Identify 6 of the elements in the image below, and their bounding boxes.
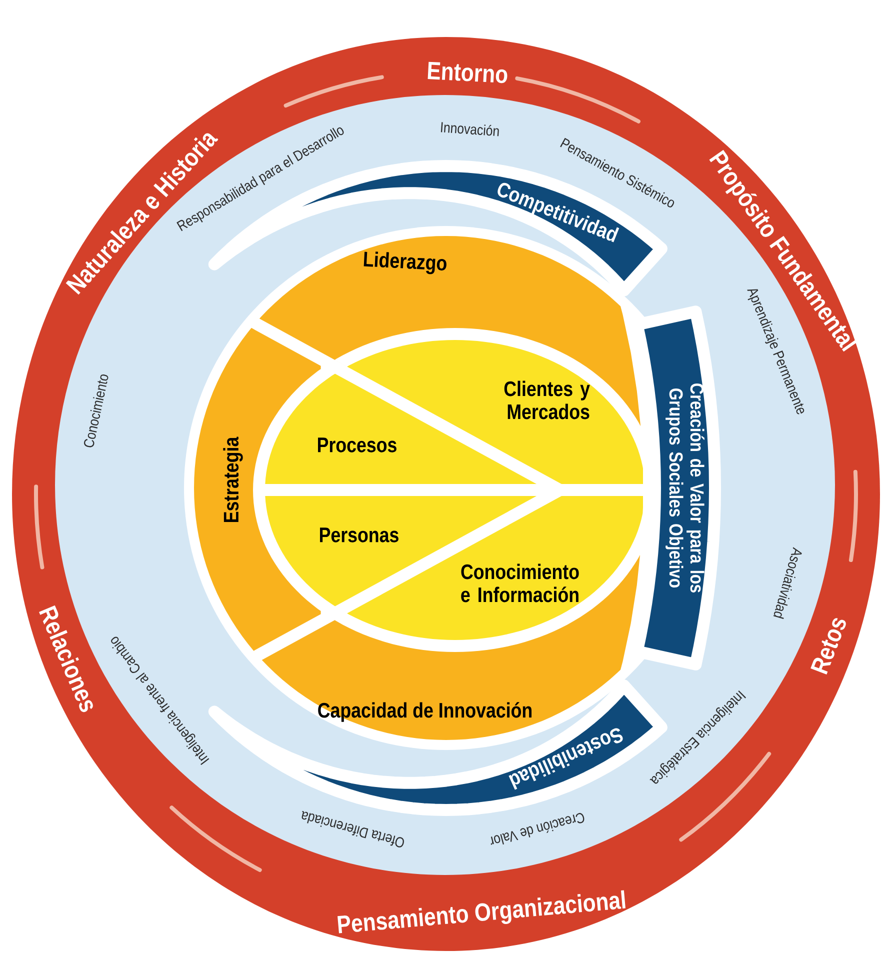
ring-label: Conocimiento (84, 374, 108, 448)
ring-label: Pensamiento Organizacional (338, 890, 626, 934)
ring-label: Entorno (428, 62, 508, 84)
ring-label: Creación de Valor (490, 813, 584, 845)
ring-label: Innovación (440, 122, 499, 136)
ring-label: Retos (810, 618, 846, 674)
